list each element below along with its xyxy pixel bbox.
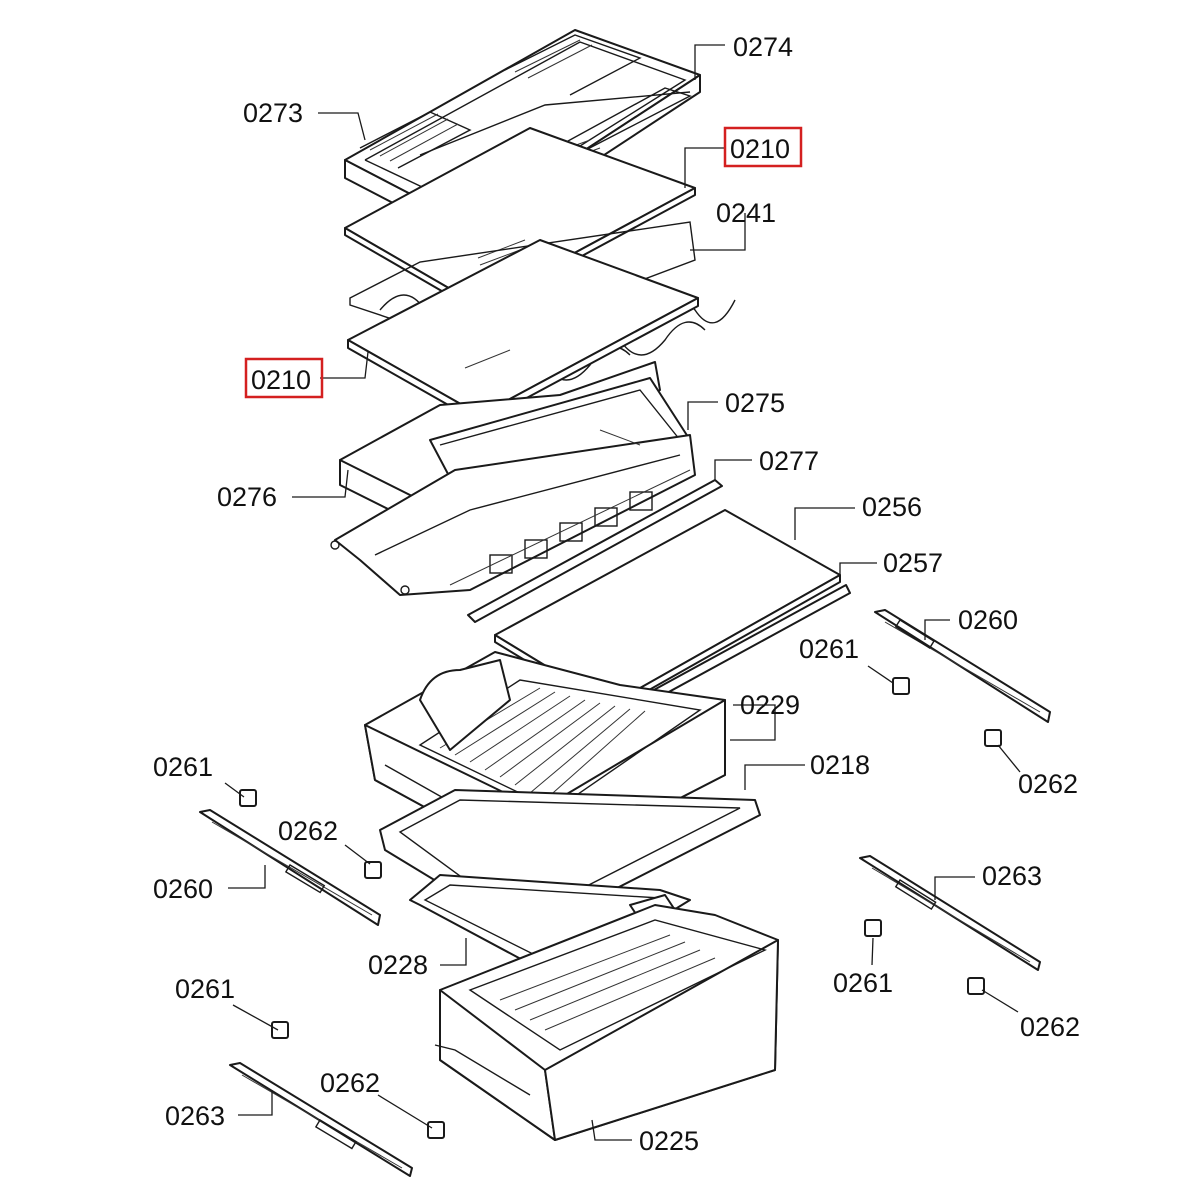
callout-0229: 0229 <box>740 690 800 720</box>
callout-0274: 0274 <box>733 32 793 62</box>
callout-0210-upper: 0210 <box>730 134 790 164</box>
callout-0262-right-2: 0262 <box>1020 1012 1080 1042</box>
callout-0261-left: 0261 <box>153 752 213 782</box>
callout-0263-left: 0263 <box>165 1101 225 1131</box>
callout-0260-right: 0260 <box>958 605 1018 635</box>
callout-labels: 0274 0273 0210 0241 0210 0275 0277 0276 … <box>153 32 1080 1156</box>
highlight-box-0210-lower <box>244 357 324 399</box>
part-0275-0276-cover-frame <box>330 361 696 596</box>
part-0260-right-rail <box>874 609 1051 723</box>
highlight-box-0210-upper <box>723 126 803 168</box>
callout-0262-left: 0262 <box>278 816 338 846</box>
part-0263-right-rail <box>859 855 1041 971</box>
callout-0275: 0275 <box>725 388 785 418</box>
callout-0261-right: 0261 <box>799 634 859 664</box>
part-0277-strip <box>467 479 723 623</box>
callout-0261-left-2: 0261 <box>175 974 235 1004</box>
callout-0228: 0228 <box>368 950 428 980</box>
part-0260-left-rail <box>199 809 381 926</box>
callout-0210-lower: 0210 <box>251 365 311 395</box>
callout-0263-right: 0263 <box>982 861 1042 891</box>
callout-0257: 0257 <box>883 548 943 578</box>
callout-0256: 0256 <box>862 492 922 522</box>
leader-lines <box>224 44 1021 1141</box>
callout-0225: 0225 <box>639 1126 699 1156</box>
callout-0218: 0218 <box>810 750 870 780</box>
clip-parts <box>239 677 1002 1139</box>
callout-0262-left-2: 0262 <box>320 1068 380 1098</box>
callout-0262-right: 0262 <box>1018 769 1078 799</box>
callout-0273: 0273 <box>243 98 303 128</box>
callout-0260-left: 0260 <box>153 874 213 904</box>
callout-0261-right-2: 0261 <box>833 968 893 998</box>
callout-0276: 0276 <box>217 482 277 512</box>
part-0210-lower-glass-shelf <box>347 239 699 424</box>
part-0225-lower-drawer <box>434 904 779 1141</box>
callout-0277: 0277 <box>759 446 819 476</box>
callout-0241: 0241 <box>716 198 776 228</box>
part-0263-left-rail <box>229 1062 413 1177</box>
